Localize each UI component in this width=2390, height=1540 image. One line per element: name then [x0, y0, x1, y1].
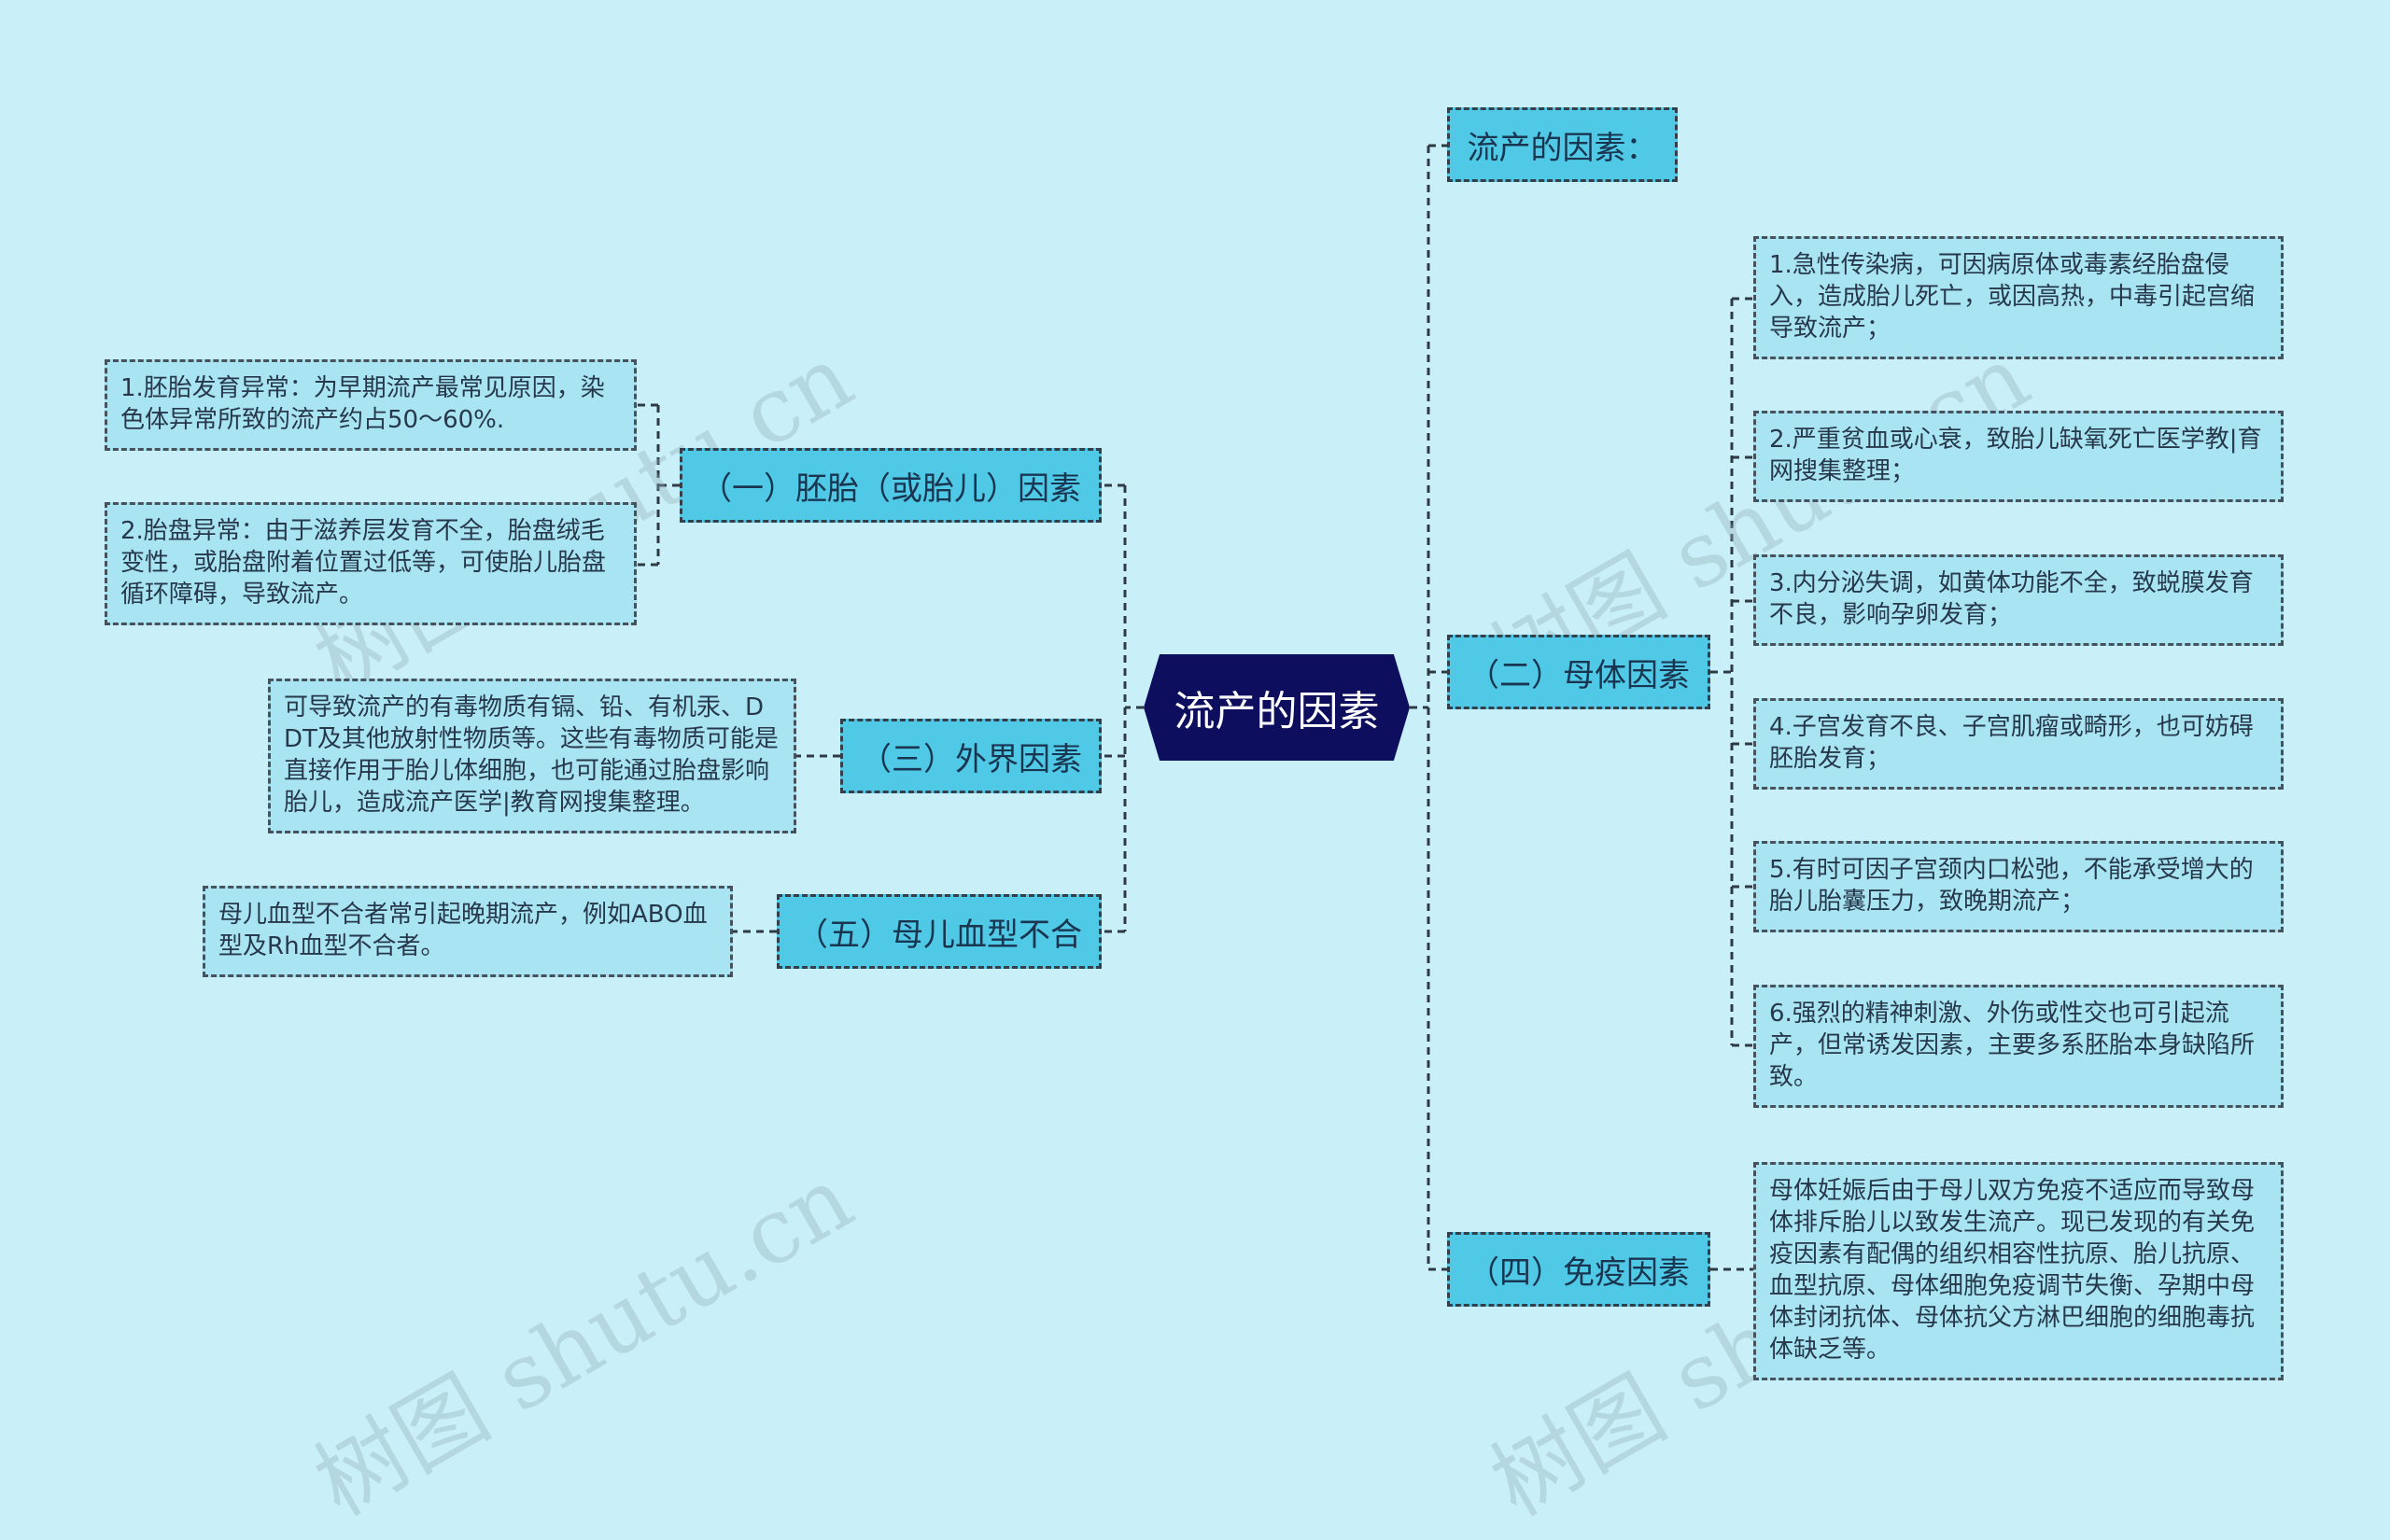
root-node[interactable]: 流产的因素 — [1144, 654, 1410, 761]
leaf-maternal-4[interactable]: 4.子宫发育不良、子宫肌瘤或畸形，也可妨碍胚胎发育； — [1753, 698, 2284, 790]
leaf-external-1[interactable]: 可导致流产的有毒物质有镉、铅、有机汞、DDT及其他放射性物质等。这些有毒物质可能… — [268, 679, 796, 833]
branch-immune[interactable]: （四）免疫因素 — [1447, 1232, 1710, 1307]
leaf-maternal-3[interactable]: 3.内分泌失调，如黄体功能不全，致蜕膜发育不良，影响孕卵发育； — [1753, 554, 2284, 646]
leaf-embryo-1[interactable]: 1.胚胎发育异常：为早期流产最常见原因，染色体异常所致的流产约占50～60%. — [105, 359, 637, 451]
connector-lines — [637, 144, 1753, 1271]
leaf-blood-1[interactable]: 母儿血型不合者常引起晚期流产，例如ABO血型及Rh血型不合者。 — [203, 886, 733, 977]
leaf-maternal-2[interactable]: 2.严重贫血或心衰，致胎儿缺氧死亡医学教|育网搜集整理； — [1753, 411, 2284, 502]
leaf-immune-1[interactable]: 母体妊娠后由于母儿双方免疫不适应而导致母体排斥胎儿以致发生流产。现已发现的有关免… — [1753, 1162, 2284, 1380]
branch-external[interactable]: （三）外界因素 — [840, 719, 1102, 793]
leaf-maternal-6[interactable]: 6.强烈的精神刺激、外伤或性交也可引起流产，但常诱发因素，主要多系胚胎本身缺陷所… — [1753, 985, 2284, 1108]
branch-maternal[interactable]: （二）母体因素 — [1447, 635, 1710, 709]
branch-blood[interactable]: （五）母儿血型不合 — [777, 894, 1102, 969]
leaf-maternal-1[interactable]: 1.急性传染病，可因病原体或毒素经胎盘侵入，造成胎儿死亡，或因高热，中毒引起宫缩… — [1753, 236, 2284, 359]
branch-intro[interactable]: 流产的因素： — [1447, 107, 1678, 182]
leaf-maternal-5[interactable]: 5.有时可因子宫颈内口松弛，不能承受增大的胎儿胎囊压力，致晚期流产； — [1753, 841, 2284, 932]
leaf-embryo-2[interactable]: 2.胎盘异常：由于滋养层发育不全，胎盘绒毛变性，或胎盘附着位置过低等，可使胎儿胎… — [105, 502, 637, 625]
branch-embryo[interactable]: （一）胚胎（或胎儿）因素 — [680, 448, 1102, 523]
